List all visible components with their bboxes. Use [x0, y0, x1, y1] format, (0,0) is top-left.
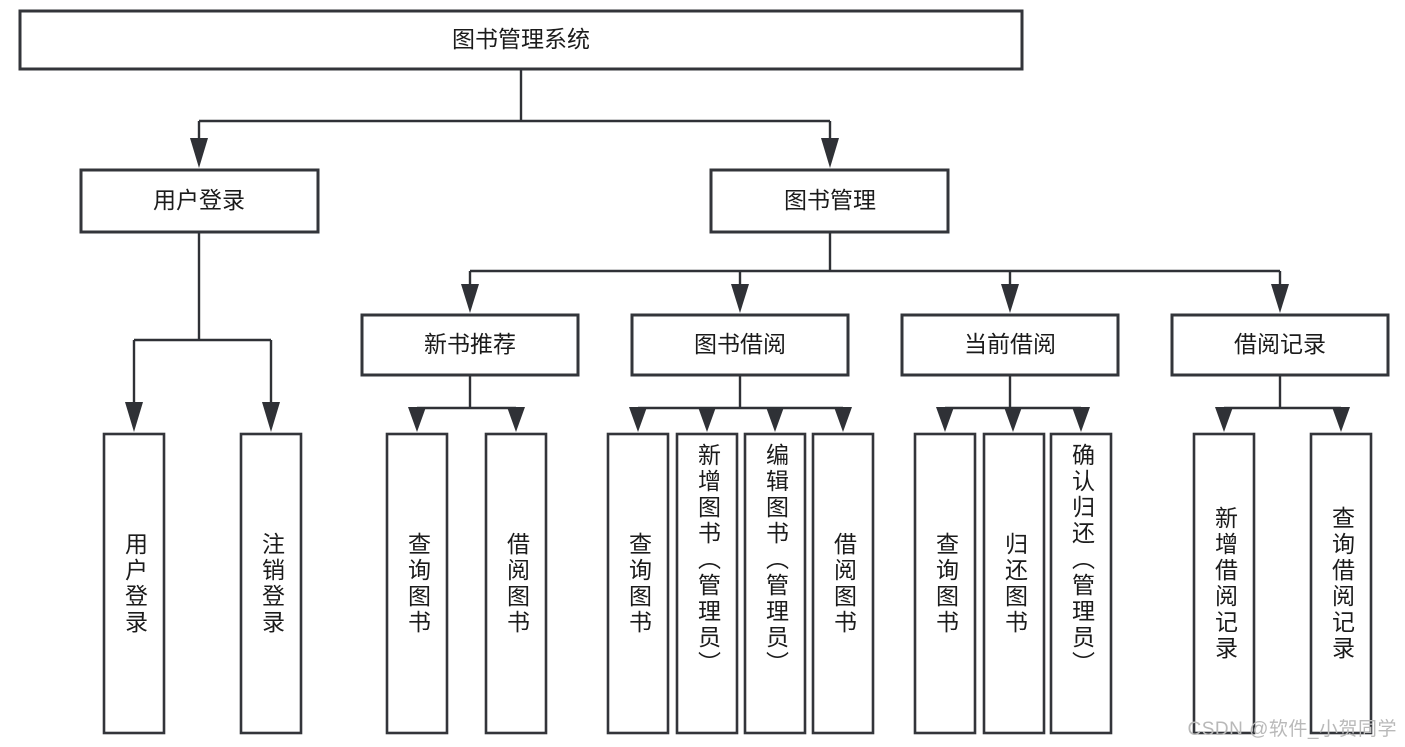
leaf-box-current-confirm-return[interactable]	[1049, 432, 1113, 735]
node-borrow-record-box[interactable]	[1170, 313, 1390, 377]
arrow-to-current-query-book	[936, 407, 954, 432]
arrow-to-borrow-record	[1271, 284, 1289, 313]
node-user-login-box[interactable]	[79, 168, 320, 234]
node-book-manage-label: 图书管理	[784, 187, 876, 213]
node-book-borrow[interactable]: 图书借阅	[630, 313, 850, 377]
arrow-to-borrow-add-book	[698, 407, 716, 432]
leaf-box-record-query[interactable]	[1309, 432, 1373, 735]
leaf-box-borrow-borrow-book[interactable]	[811, 432, 875, 735]
leaf-box-current-return-book[interactable]	[982, 432, 1046, 735]
arrow-to-borrow-borrow-book	[834, 407, 852, 432]
csdn-watermark: CSDN @软件_小贺同学	[1187, 719, 1397, 740]
arrow-to-borrow-edit-book	[766, 407, 784, 432]
arrow-to-current-borrow	[1001, 284, 1019, 313]
leaf-box-borrow-add-book[interactable]	[675, 432, 739, 735]
arrow-to-current-confirm-return	[1072, 407, 1090, 432]
leaf-box-current-query-book[interactable]	[913, 432, 977, 735]
arrow-to-book-manage	[821, 138, 839, 168]
node-user-login[interactable]: 用户登录	[79, 168, 320, 234]
arrow-to-current-return-book	[1004, 407, 1022, 432]
leaf-box-group	[102, 432, 1373, 735]
arrow-to-rec-query-book	[408, 407, 426, 432]
arrow-to-book-borrow	[731, 284, 749, 313]
leaf-box-user-login[interactable]	[102, 432, 166, 735]
node-book-borrow-label: 图书借阅	[694, 331, 786, 357]
arrow-to-leaf-user-login	[125, 402, 143, 432]
arrow-to-new-book-rec	[461, 284, 479, 313]
node-root-box[interactable]	[18, 9, 1024, 71]
node-root-label: 图书管理系统	[452, 26, 590, 52]
node-root[interactable]: 图书管理系统	[18, 9, 1024, 71]
node-new-book-rec[interactable]: 新书推荐	[360, 313, 580, 377]
node-new-book-rec-box[interactable]	[360, 313, 580, 377]
node-user-login-label: 用户登录	[153, 187, 245, 213]
arrow-to-user-login	[190, 138, 208, 168]
node-book-borrow-box[interactable]	[630, 313, 850, 377]
leaf-box-rec-borrow-book[interactable]	[484, 432, 548, 735]
leaf-box-record-add[interactable]	[1192, 432, 1256, 735]
arrow-to-record-query	[1332, 407, 1350, 432]
node-borrow-record[interactable]: 借阅记录	[1170, 313, 1390, 377]
node-current-borrow-label: 当前借阅	[964, 331, 1056, 357]
connector-group	[125, 69, 1350, 432]
node-new-book-rec-label: 新书推荐	[424, 331, 516, 357]
arrow-to-leaf-user-logout	[262, 402, 280, 432]
arrow-to-rec-borrow-book	[507, 407, 525, 432]
node-current-borrow-box[interactable]	[900, 313, 1120, 377]
leaf-box-borrow-query-book[interactable]	[606, 432, 670, 735]
node-book-manage-box[interactable]	[709, 168, 950, 234]
node-book-manage[interactable]: 图书管理	[709, 168, 950, 234]
node-current-borrow[interactable]: 当前借阅	[900, 313, 1120, 377]
leaf-box-rec-query-book[interactable]	[385, 432, 449, 735]
arrow-to-record-add	[1215, 407, 1233, 432]
node-borrow-record-label: 借阅记录	[1234, 331, 1326, 357]
leaf-box-borrow-edit-book[interactable]	[743, 432, 807, 735]
leaf-box-user-logout[interactable]	[239, 432, 303, 735]
arrow-to-borrow-query-book	[629, 407, 647, 432]
